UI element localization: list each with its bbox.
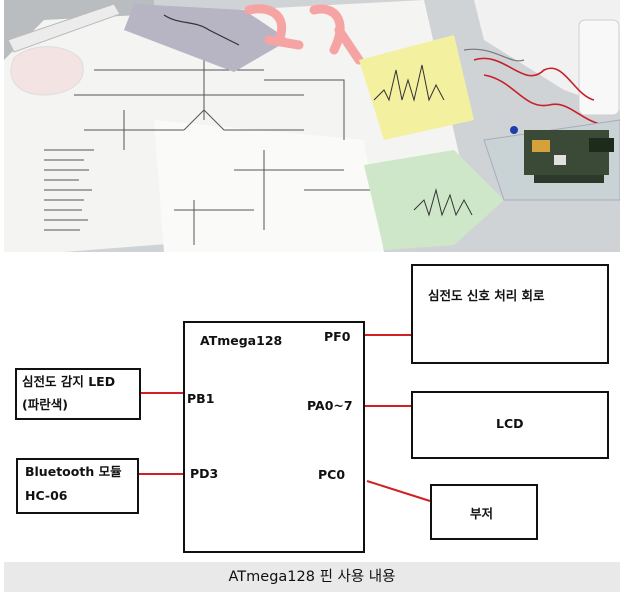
wire-pf0-ecg: [365, 334, 411, 336]
wire-pa-lcd: [365, 405, 411, 407]
bluetooth-label-line1: Bluetooth 모듈: [25, 464, 122, 479]
wire-pb1-led: [141, 392, 183, 394]
workbench-photo-art: [4, 0, 620, 252]
pin-pc0-label: PC0: [318, 467, 346, 482]
pin-pf0-label: PF0: [324, 329, 351, 344]
led-label-line2: (파란색): [22, 397, 68, 412]
atmega128-label: ATmega128: [200, 333, 283, 348]
led-block: [15, 368, 141, 420]
pin-pd3-label: PD3: [190, 466, 219, 481]
pin-pa-label: PA0~7: [307, 398, 353, 413]
workbench-photo: [4, 0, 620, 252]
pin-usage-diagram: ATmega128 PF0 PB1 PA0~7 PD3 PC0 심전도 신호 처…: [0, 252, 624, 562]
atmega128-block: [183, 321, 365, 553]
wire-pd3-bluetooth: [139, 473, 183, 475]
figure-caption: ATmega128 핀 사용 내용: [4, 562, 620, 592]
bluetooth-label-line2: HC-06: [25, 488, 68, 503]
bluetooth-block: [16, 458, 139, 514]
buzzer-block: [430, 484, 538, 540]
led-label-line1: 심전도 감지 LED: [22, 374, 116, 389]
lcd-label: LCD: [496, 416, 524, 431]
ecg-circuit-label: 심전도 신호 처리 회로: [428, 288, 545, 303]
pin-pb1-label: PB1: [187, 391, 215, 406]
lcd-block: [411, 391, 609, 459]
ecg-circuit-block: [411, 264, 609, 364]
buzzer-label: 부저: [470, 506, 494, 521]
